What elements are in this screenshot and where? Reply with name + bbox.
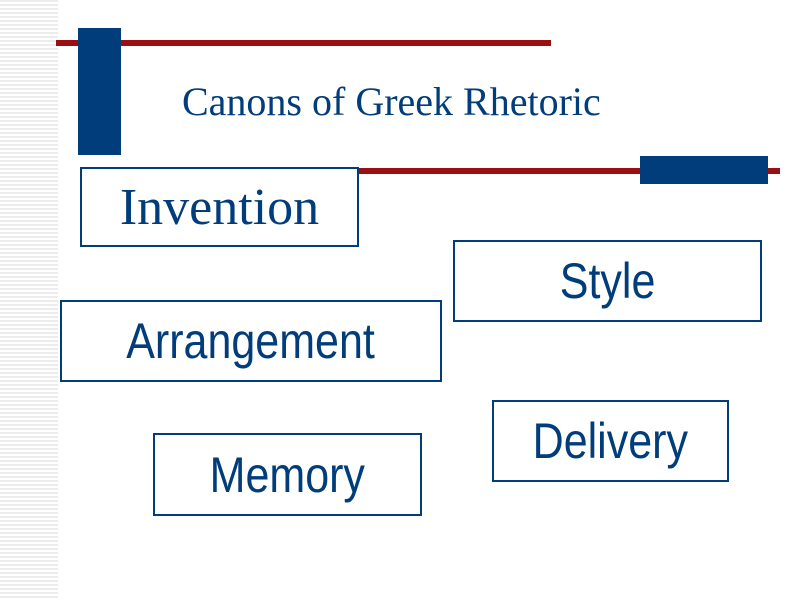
canon-label-memory: Memory bbox=[209, 446, 366, 503]
slide-title: Canons of Greek Rhetoric bbox=[182, 79, 601, 124]
canon-box-invention: Invention bbox=[80, 167, 359, 247]
vertical-blue-bar bbox=[78, 28, 121, 155]
canon-box-arrangement: Arrangement bbox=[60, 300, 442, 382]
canon-box-style: Style bbox=[453, 240, 762, 322]
canon-label-arrangement: Arrangement bbox=[126, 313, 376, 369]
middle-red-rule bbox=[358, 168, 780, 174]
top-red-rule bbox=[56, 40, 551, 46]
canon-label-invention: Invention bbox=[119, 178, 320, 236]
right-blue-block bbox=[640, 156, 768, 184]
canon-box-delivery: Delivery bbox=[492, 400, 729, 482]
canon-label-style: Style bbox=[559, 253, 656, 309]
canon-box-memory: Memory bbox=[153, 433, 422, 516]
left-stripe-pattern bbox=[0, 0, 58, 600]
canon-label-delivery: Delivery bbox=[532, 413, 689, 469]
